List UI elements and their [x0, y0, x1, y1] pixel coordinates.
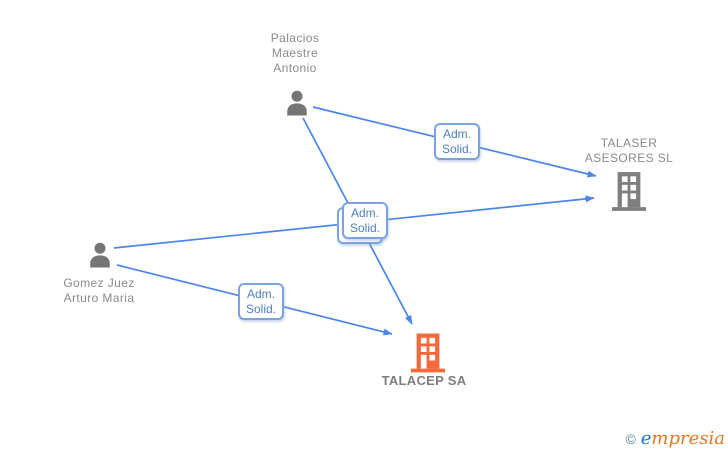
brand-first-letter: e: [640, 428, 652, 449]
person-icon[interactable]: [282, 88, 312, 118]
node-label-talaser-asesores-sl[interactable]: TALASER ASESORES SL: [584, 136, 674, 165]
edge-label-gomez-talacep: Adm. Solid.: [238, 283, 284, 320]
node-label-palacios-maestre-antonio[interactable]: Palacios Maestre Antonio: [270, 31, 320, 75]
person-icon[interactable]: [85, 240, 115, 270]
brand-rest: mpresia: [651, 428, 725, 449]
node-label-gomez-juez-arturo-maria[interactable]: Gomez Juez Arturo Maria: [63, 276, 135, 305]
company-building-icon-highlight[interactable]: [410, 332, 446, 373]
empresia-logo[interactable]: © empresia: [625, 430, 725, 448]
copyright-icon: ©: [625, 431, 636, 447]
edge-label-gomez-talaser: Adm. Solid.: [342, 202, 388, 239]
company-building-icon[interactable]: [611, 171, 647, 211]
node-label-talacep-sa[interactable]: TALACEP SA: [381, 373, 467, 388]
edge-label-palacios-talaser: Adm. Solid.: [434, 123, 480, 160]
